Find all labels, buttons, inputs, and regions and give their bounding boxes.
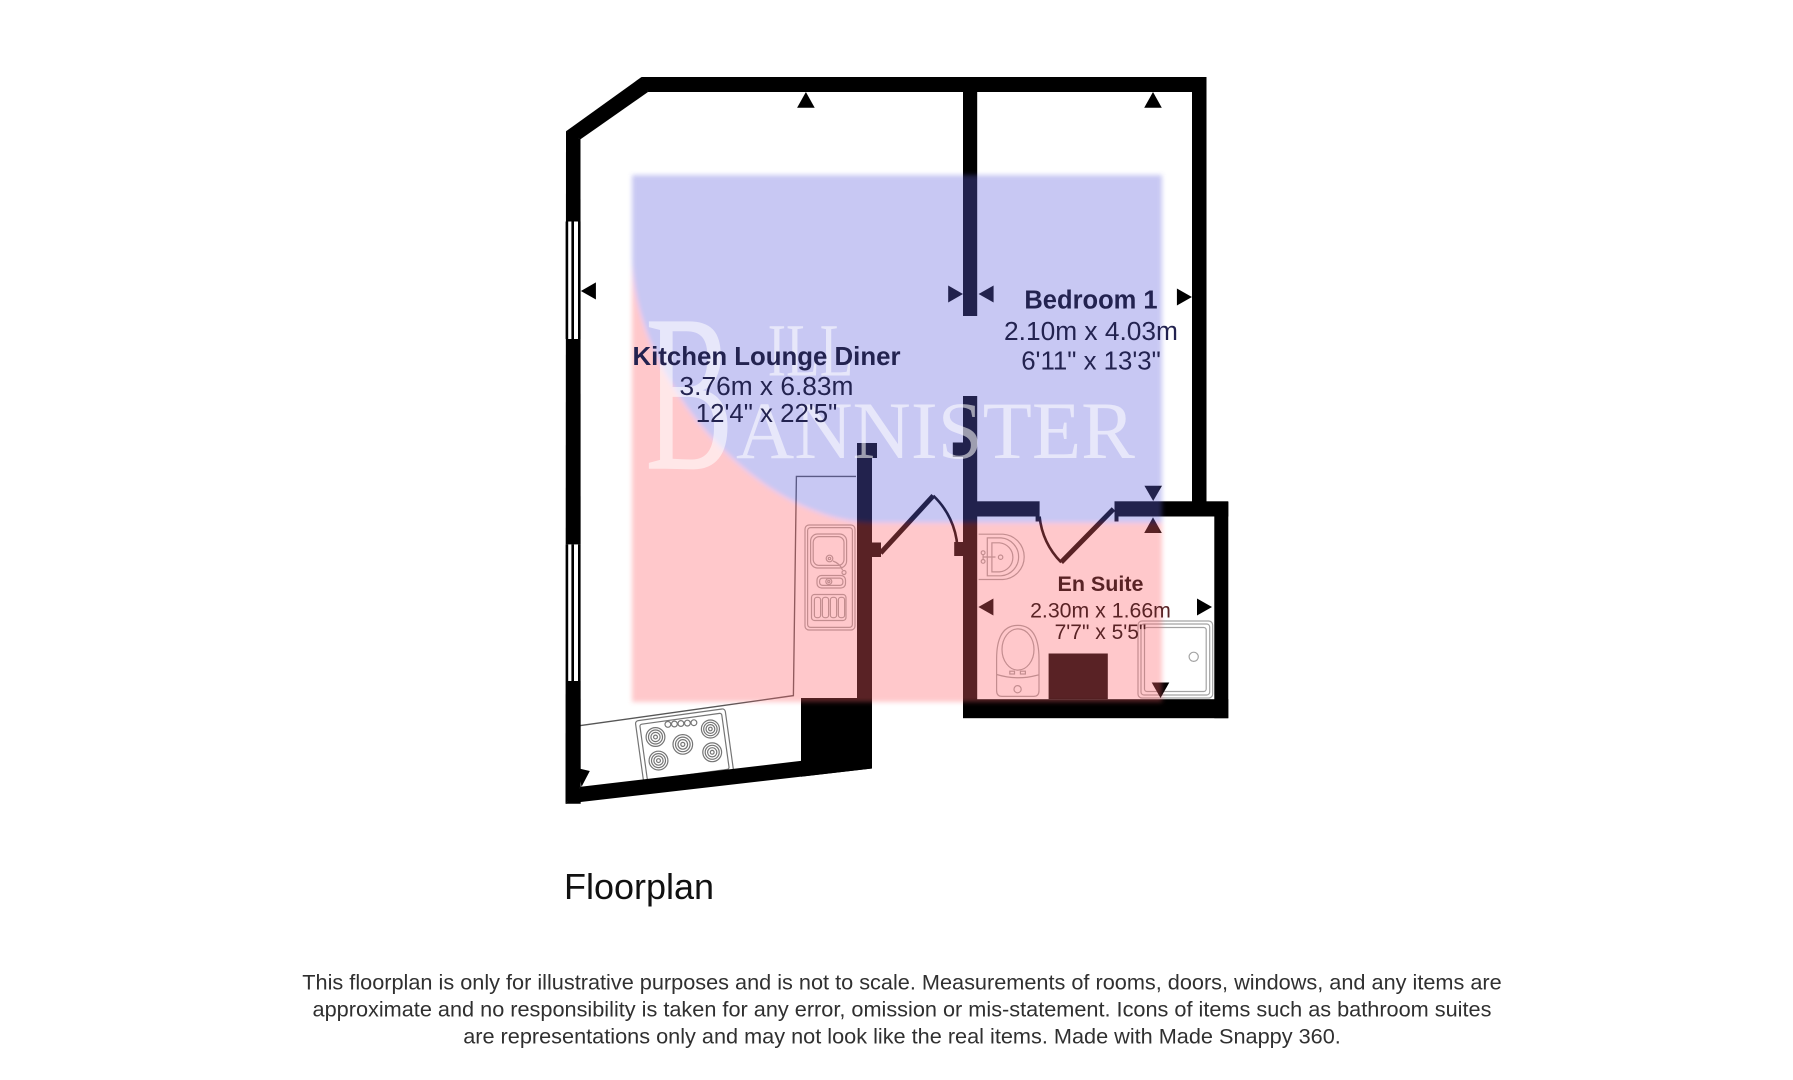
svg-text:are representations only and m: are representations only and may not loo… bbox=[463, 1024, 1341, 1049]
svg-text:12'4" x 22'5": 12'4" x 22'5" bbox=[696, 400, 837, 428]
svg-text:This floorplan is only for ill: This floorplan is only for illustrative … bbox=[302, 970, 1501, 995]
svg-text:6'11" x 13'3": 6'11" x 13'3" bbox=[1021, 347, 1161, 375]
svg-text:Kitchen Lounge Diner: Kitchen Lounge Diner bbox=[632, 343, 900, 371]
svg-text:2.30m x 1.66m: 2.30m x 1.66m bbox=[1030, 598, 1171, 622]
svg-text:B: B bbox=[645, 268, 734, 518]
svg-text:Bedroom 1: Bedroom 1 bbox=[1024, 287, 1157, 315]
svg-text:ANNISTER: ANNISTER bbox=[736, 385, 1135, 476]
svg-text:7'7" x 5'5": 7'7" x 5'5" bbox=[1055, 621, 1147, 644]
svg-text:En Suite: En Suite bbox=[1057, 572, 1143, 596]
svg-text:3.76m x 6.83m: 3.76m x 6.83m bbox=[680, 371, 854, 401]
svg-text:2.10m x 4.03m: 2.10m x 4.03m bbox=[1004, 316, 1178, 346]
svg-text:ILL: ILL bbox=[768, 309, 854, 392]
svg-text:approximate and no responsibil: approximate and no responsibility is tak… bbox=[313, 997, 1492, 1022]
svg-text:Floorplan: Floorplan bbox=[564, 866, 714, 907]
